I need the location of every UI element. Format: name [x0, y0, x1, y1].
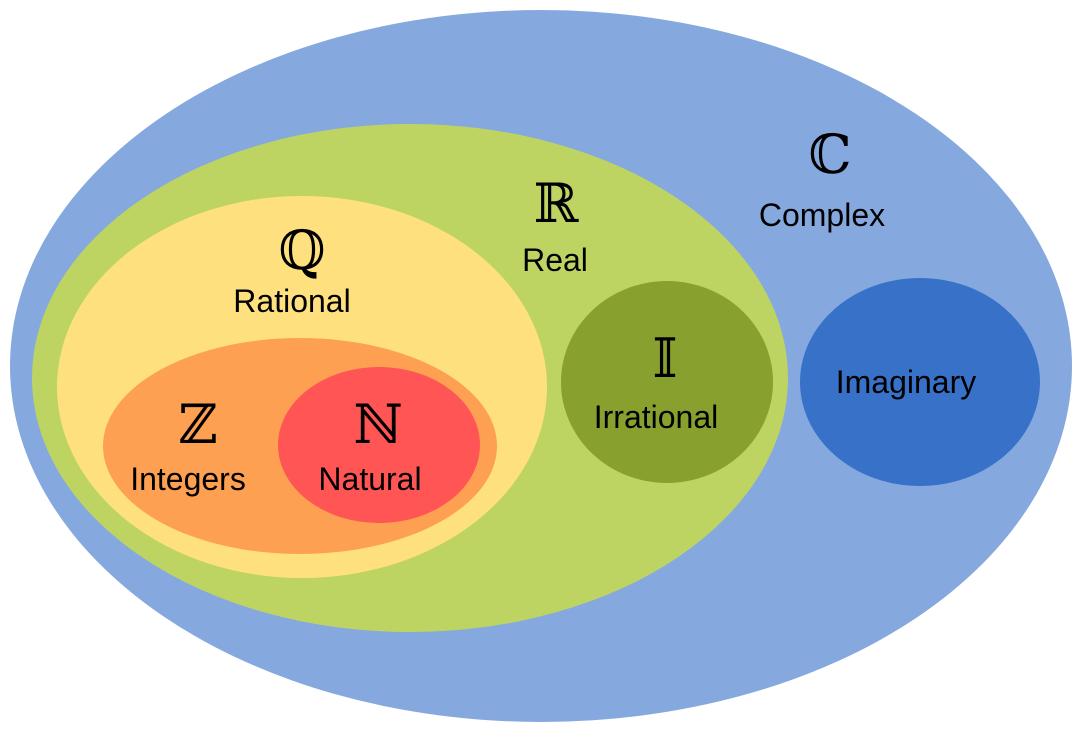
imaginary-set-region — [800, 278, 1040, 486]
rational-symbol: ℚ — [278, 219, 325, 282]
complex-symbol: ℂ — [809, 123, 852, 186]
natural-symbol: ℕ — [353, 393, 402, 456]
real-label: Real — [522, 242, 588, 278]
irrational-label: Irrational — [594, 399, 719, 435]
complex-label: Complex — [759, 197, 885, 233]
natural-set-region — [278, 367, 480, 523]
irrational-set-region — [561, 281, 773, 483]
rational-label: Rational — [233, 283, 350, 319]
integers-symbol: ℤ — [178, 393, 217, 456]
irrational-symbol: 𝕀 — [652, 327, 677, 390]
integers-label: Integers — [130, 461, 246, 497]
real-symbol: ℝ — [534, 172, 580, 235]
natural-label: Natural — [318, 461, 421, 497]
imaginary-label: Imaginary — [836, 364, 977, 400]
